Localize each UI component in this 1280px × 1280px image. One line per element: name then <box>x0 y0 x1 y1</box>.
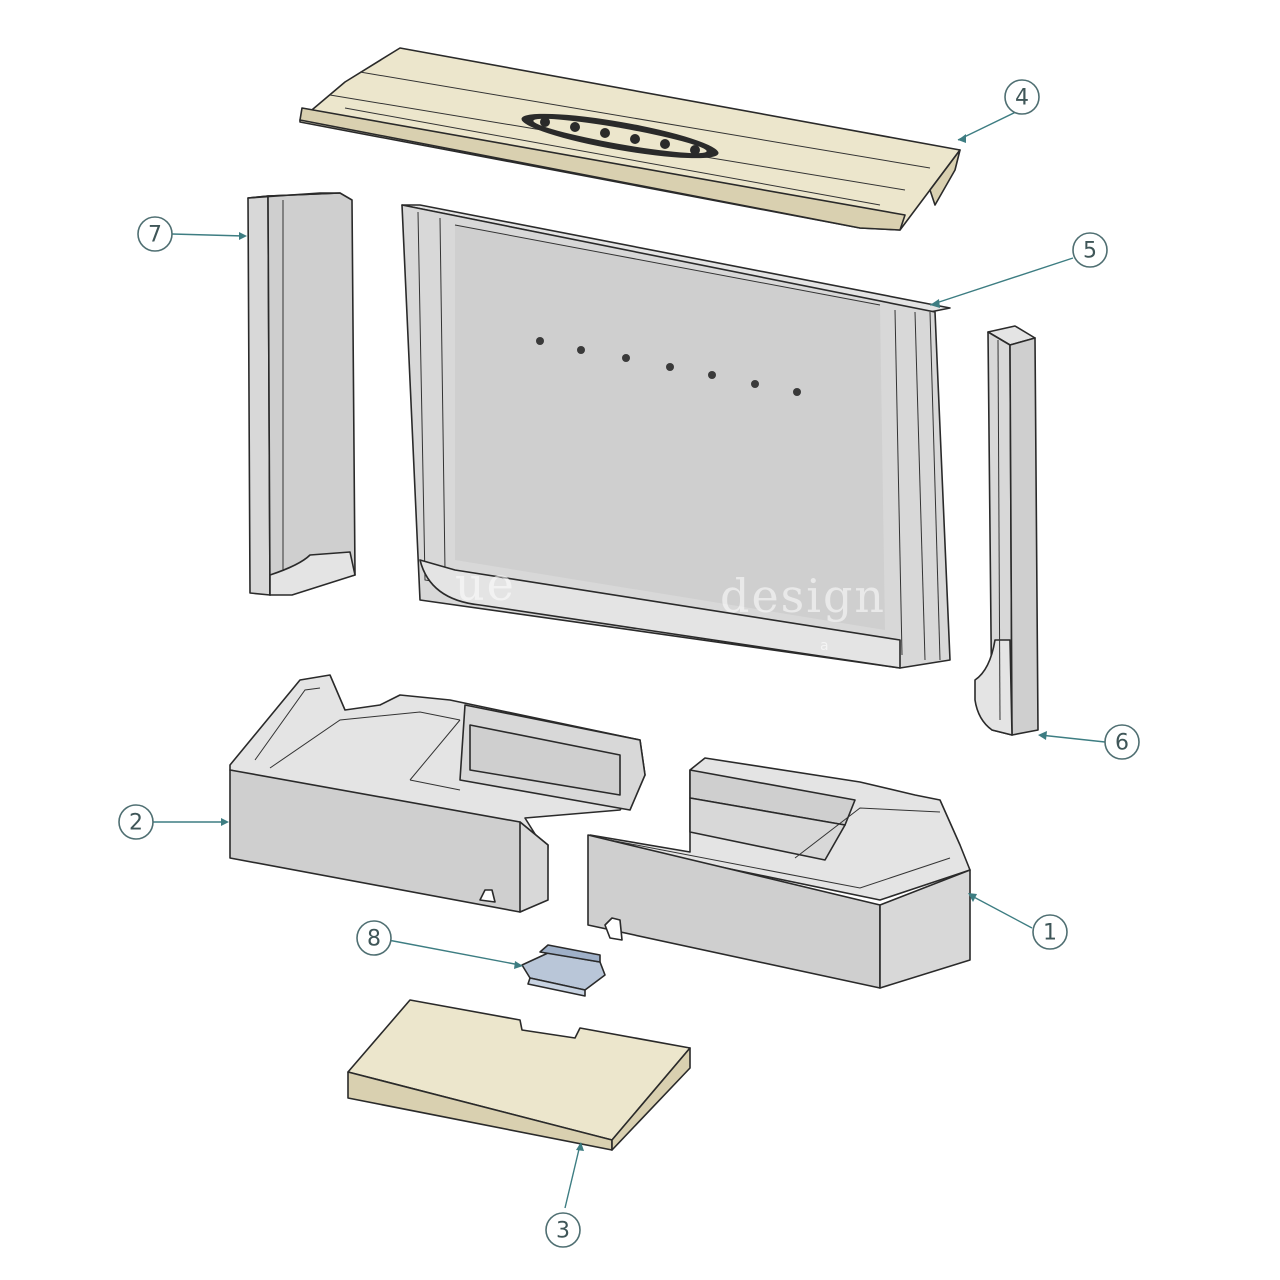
baffle-logo <box>521 113 719 159</box>
svg-text:a: a <box>820 638 829 654</box>
watermark: ue design a <box>455 557 886 654</box>
callout-2: 2 <box>118 804 154 840</box>
callout-7: 7 <box>137 216 173 252</box>
callout-3: 3 <box>545 1212 581 1248</box>
svg-text:2: 2 <box>129 811 143 836</box>
callout-1: 1 <box>1032 914 1068 950</box>
part-7-left-side-panel <box>247 192 356 596</box>
svg-text:8: 8 <box>367 927 381 952</box>
part-5-back-panel: ue design a <box>401 204 951 669</box>
svg-text:5: 5 <box>1083 239 1097 264</box>
svg-text:7: 7 <box>148 223 162 248</box>
callout-6: 6 <box>1104 724 1140 760</box>
part-1-right-base <box>587 757 971 989</box>
callout-4: 4 <box>1004 79 1040 115</box>
callout-8: 8 <box>356 920 392 956</box>
part-8-clip <box>521 944 606 997</box>
air-holes <box>536 337 801 396</box>
part-4-top-baffle <box>299 47 961 231</box>
leader-lines <box>150 109 1106 1209</box>
svg-text:6: 6 <box>1115 731 1129 756</box>
svg-text:design: design <box>720 569 886 623</box>
part-2-left-base <box>229 674 646 913</box>
svg-text:3: 3 <box>556 1219 570 1244</box>
part-3-hearth-plate <box>347 999 691 1151</box>
callout-5: 5 <box>1072 232 1108 268</box>
svg-text:1: 1 <box>1043 921 1057 946</box>
svg-text:4: 4 <box>1015 86 1029 111</box>
svg-text:ue: ue <box>455 557 516 611</box>
part-6-right-side-panel <box>974 325 1039 736</box>
